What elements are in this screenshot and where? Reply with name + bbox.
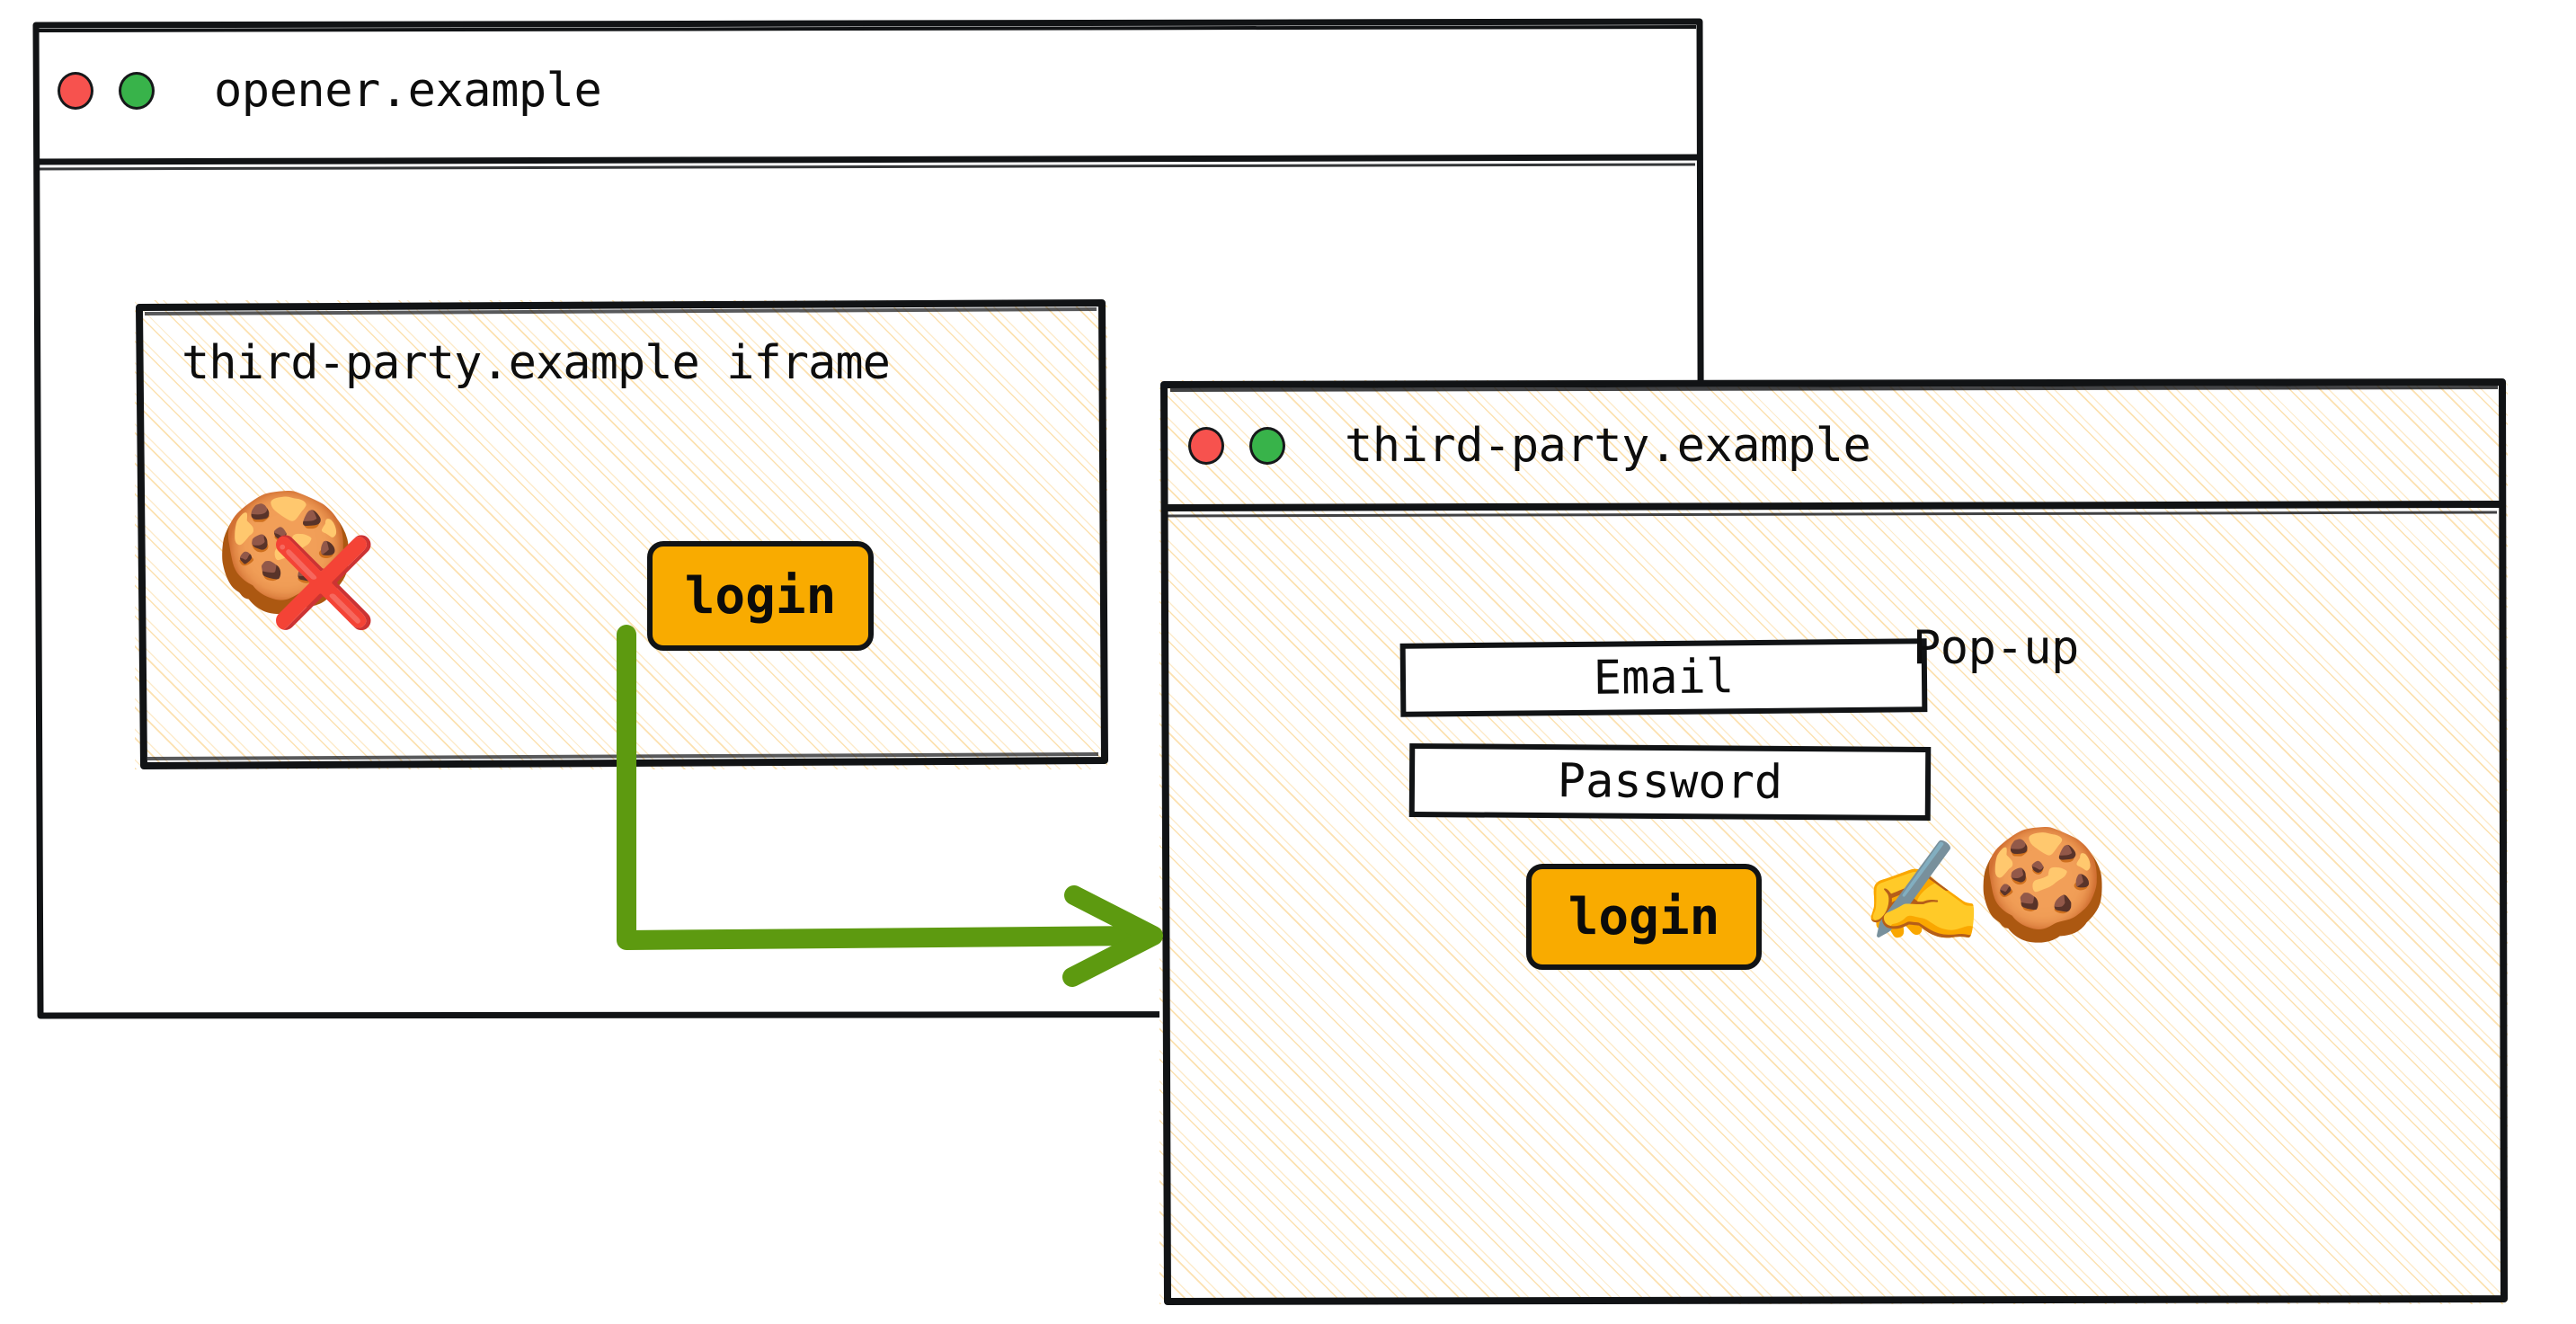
popup-label: Pop-up bbox=[1913, 621, 2079, 675]
writing-hand-icon: ✍️ bbox=[1861, 834, 1984, 949]
red-cross-icon: ❌ bbox=[270, 532, 378, 633]
email-field[interactable]: Email bbox=[1399, 638, 1928, 717]
iframe-login-button[interactable]: login bbox=[647, 541, 874, 651]
close-dot[interactable] bbox=[1188, 427, 1224, 465]
opener-window-title: opener.example bbox=[214, 64, 602, 118]
blocked-cookie-group: 🍪 ❌ bbox=[214, 485, 421, 656]
popup-window-title: third-party.example bbox=[1345, 419, 1871, 473]
iframe-title: third-party.example iframe bbox=[182, 336, 891, 390]
close-dot[interactable] bbox=[58, 72, 93, 110]
minimize-dot[interactable] bbox=[119, 72, 155, 110]
popup-titlebar: third-party.example bbox=[1159, 380, 2508, 511]
cookie-icon: 🍪 bbox=[1976, 822, 2110, 947]
password-field[interactable]: Password bbox=[1408, 742, 1932, 822]
third-party-popup-window: third-party.example Email Password login… bbox=[1159, 378, 2508, 1305]
third-party-iframe: third-party.example iframe 🍪 ❌ login bbox=[135, 299, 1108, 769]
minimize-dot[interactable] bbox=[1249, 427, 1285, 465]
popup-login-button[interactable]: login bbox=[1526, 864, 1762, 970]
opener-titlebar: opener.example bbox=[32, 20, 1706, 162]
popup-body: Email Password login Pop-up ✍️ 🍪 bbox=[1159, 511, 2508, 1304]
